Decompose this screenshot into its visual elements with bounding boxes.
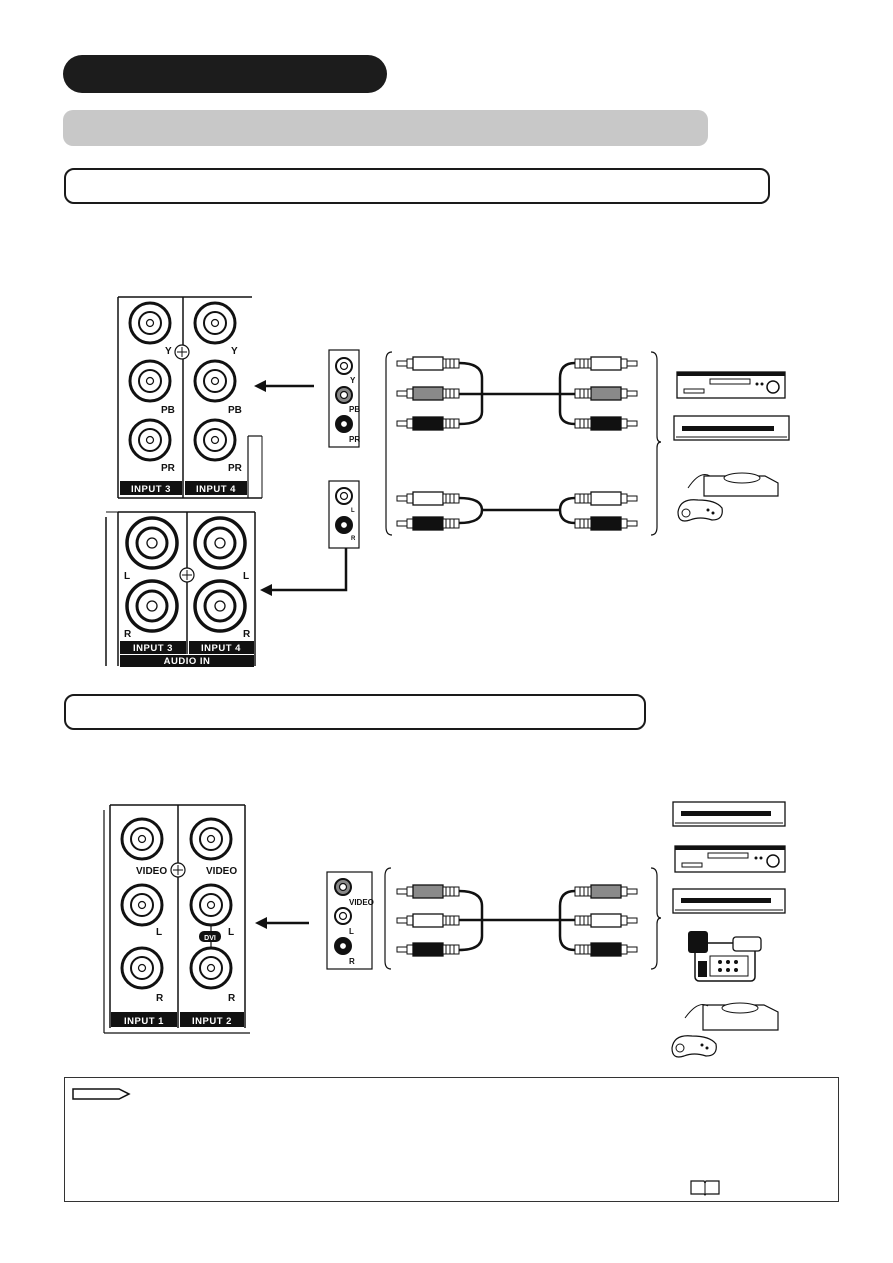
label-input4-pb: PB bbox=[228, 405, 242, 416]
tag-input-2: INPUT 2 bbox=[192, 1016, 232, 1027]
label-input1-r: R bbox=[156, 993, 164, 1004]
dvd-player-icon bbox=[674, 845, 786, 873]
book-icon bbox=[690, 1180, 720, 1196]
label-input3-pr: PR bbox=[161, 463, 176, 474]
tag-input-3: INPUT 3 bbox=[131, 484, 171, 495]
jack-input4-y bbox=[193, 301, 237, 345]
label-input2-r: R bbox=[228, 993, 236, 1004]
label-input4-pr: PR bbox=[228, 463, 243, 474]
label-input4-y: Y bbox=[231, 346, 238, 357]
jack-input4-pb bbox=[193, 359, 237, 403]
label-input2-l: L bbox=[228, 927, 234, 938]
jack-input3-pr bbox=[128, 418, 172, 462]
note-arrow-icon bbox=[72, 1088, 131, 1100]
source-component-jack-panel: Y PB PR bbox=[328, 349, 360, 448]
dvi-badge: DVI bbox=[204, 935, 216, 942]
audio-jack-input4-r bbox=[193, 579, 247, 633]
label-source-pr: PR bbox=[349, 435, 360, 444]
tv-composite-input-panel: VIDEO VIDEO L L R R DVI INPUT 1 INPUT 2 bbox=[103, 804, 250, 1034]
ground-screw-icon bbox=[179, 567, 195, 583]
camcorder-icon bbox=[688, 931, 762, 982]
jack-input1-video bbox=[120, 817, 164, 861]
composite-section-title-box bbox=[64, 694, 646, 730]
component-section-title-box bbox=[64, 168, 770, 204]
label-source-pb: PB bbox=[349, 405, 360, 414]
label-source-l: L bbox=[351, 508, 355, 514]
game-console-icon bbox=[677, 472, 779, 522]
jack-input2-l bbox=[189, 883, 233, 927]
label-input1-video: VIDEO bbox=[136, 866, 167, 877]
audio-cable bbox=[396, 491, 638, 531]
jack-input1-r bbox=[120, 946, 164, 990]
label-audio-input4-r: R bbox=[243, 629, 251, 640]
tag-audio-input-4: INPUT 4 bbox=[201, 643, 241, 654]
chapter-header-bar bbox=[63, 55, 387, 93]
jack-input2-video bbox=[189, 817, 233, 861]
label-source-l: L bbox=[349, 927, 354, 936]
section-header-bar bbox=[63, 110, 708, 146]
audio-jack-input4-l bbox=[193, 516, 247, 570]
ground-screw-icon bbox=[174, 344, 190, 360]
tv-audio-input-panel: L L R R INPUT 3 INPUT 4 AUDIO IN bbox=[105, 511, 256, 667]
label-source-r: R bbox=[349, 957, 355, 966]
component-video-cable bbox=[396, 356, 638, 431]
game-console-icon bbox=[671, 1002, 779, 1058]
source-audio-jack-panel: L R bbox=[328, 480, 360, 549]
vcr-icon bbox=[673, 415, 790, 441]
label-source-video: VIDEO bbox=[349, 898, 374, 907]
arrow-icon bbox=[260, 548, 348, 596]
audio-jack-input3-r bbox=[125, 579, 179, 633]
tag-audio-in: AUDIO IN bbox=[164, 656, 211, 667]
vcr-icon bbox=[672, 801, 786, 827]
audio-jack-input3-l bbox=[125, 516, 179, 570]
tag-audio-input-3: INPUT 3 bbox=[133, 643, 173, 654]
jack-input3-pb bbox=[128, 359, 172, 403]
label-source-y: Y bbox=[350, 376, 356, 385]
tv-component-input-panel: Y Y PB PB PR PR INPUT 3 INPUT 4 bbox=[117, 296, 263, 499]
jack-input4-pr bbox=[193, 418, 237, 462]
ground-screw-icon bbox=[170, 862, 186, 878]
source-composite-jack-panel: VIDEO L R bbox=[326, 871, 374, 970]
dvd-player-icon bbox=[676, 371, 786, 399]
vcr-icon bbox=[672, 888, 786, 914]
arrow-icon bbox=[254, 380, 314, 392]
label-input3-y: Y bbox=[165, 346, 172, 357]
label-input3-pb: PB bbox=[161, 405, 175, 416]
jack-input2-r bbox=[189, 946, 233, 990]
composite-av-cable bbox=[396, 884, 638, 957]
note-box bbox=[64, 1077, 839, 1202]
label-source-r: R bbox=[351, 536, 356, 542]
jack-input3-y bbox=[128, 301, 172, 345]
label-input1-l: L bbox=[156, 927, 162, 938]
jack-input1-l bbox=[120, 883, 164, 927]
tag-input-4: INPUT 4 bbox=[196, 484, 236, 495]
label-audio-input3-r: R bbox=[124, 629, 132, 640]
label-input2-video: VIDEO bbox=[206, 866, 237, 877]
label-audio-input3-l: L bbox=[124, 571, 130, 582]
label-audio-input4-l: L bbox=[243, 571, 249, 582]
arrow-icon bbox=[255, 917, 309, 929]
tag-input-1: INPUT 1 bbox=[124, 1016, 164, 1027]
